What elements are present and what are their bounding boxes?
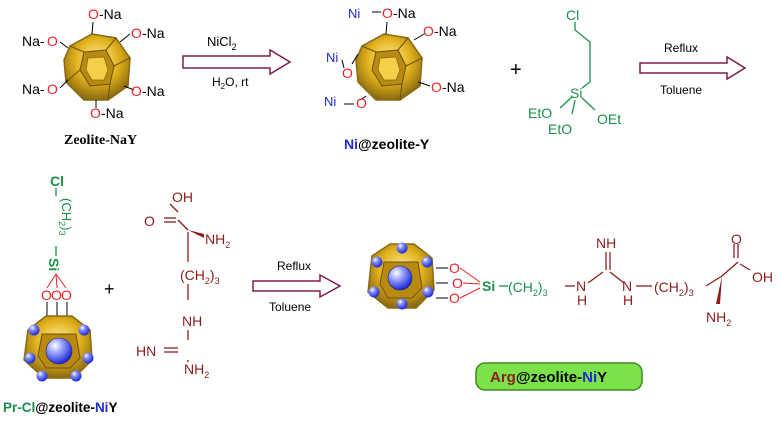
nay-o-bottomleft: O	[47, 81, 58, 97]
prcl-caption: Pr-Cl@zeolite-NiY	[3, 400, 117, 415]
arg-o: O	[144, 213, 155, 229]
cptes-silane: Cl Si EtO OEt EtO	[528, 7, 621, 137]
ni-na-top: -Na	[393, 5, 416, 21]
zeolite-cage-ni-icon	[367, 242, 435, 310]
product-nh2: NH2	[706, 309, 731, 328]
zeolite-nay: O -Na O -Na Na- O Na- O O -Na O -Na Zeol…	[22, 6, 165, 148]
ni-label-bottom: Ni	[324, 94, 336, 109]
ni-zeolite-y: Ni O -Na O -Na Ni O Ni O O -Na Ni@zeolit…	[324, 5, 465, 152]
product-h2: H	[623, 292, 633, 308]
prcl-zeolite-niy: Cl (CH2)3 Si O O O Pr-Cl@zeolite-NiY	[3, 173, 117, 415]
hollow-arrow-icon	[639, 55, 747, 81]
arg-nh2-bottom: NH2	[184, 361, 209, 380]
prcl-chain: (CH2)3	[57, 198, 74, 235]
arg-nh2: NH2	[205, 231, 230, 250]
prcl-o-3: O	[61, 287, 72, 303]
arg-hn: HN	[136, 343, 156, 359]
zeolite-cage-ni-icon	[23, 315, 94, 382]
prcl-o-1: O	[41, 287, 52, 303]
product-o-1: O	[449, 260, 460, 276]
nay-na-topright: -Na	[142, 25, 165, 41]
plus-sign-2: +	[104, 279, 115, 299]
ni-o-left: O	[342, 65, 353, 81]
step3-condition-top: Reflux	[277, 259, 311, 273]
cptes-oet-right: OEt	[597, 111, 621, 127]
step2-condition-bottom: Toluene	[660, 83, 702, 97]
step1-condition: H2O, rt	[212, 75, 249, 91]
nay-o-right: O	[131, 83, 142, 99]
zeolite-nay-caption: Zeolite-NaY	[64, 133, 137, 148]
arg-chain: (CH2)3	[180, 267, 220, 286]
step3-condition-bottom: Toluene	[269, 300, 311, 314]
ni-o-top: O	[382, 5, 393, 21]
nay-o-top: O	[88, 6, 99, 22]
ni-o-right: O	[431, 79, 442, 95]
nay-o-topright: O	[131, 25, 142, 41]
cptes-eto-left: EtO	[528, 105, 552, 121]
product-badge: Arg@zeolite-NiY	[475, 362, 643, 391]
plus-sign-1: +	[510, 59, 522, 81]
ni-label-top: Ni	[348, 6, 360, 21]
ni-label-left: Ni	[326, 50, 338, 65]
nay-na-right: -Na	[142, 83, 165, 99]
cptes-si: Si	[570, 85, 582, 101]
product-chain1: (CH2)3	[508, 279, 548, 298]
arg-nh: NH	[182, 313, 202, 329]
step1-reagent: NiCl2	[207, 34, 237, 52]
nay-na-bottom: -Na	[101, 105, 124, 121]
ni-zeolite-caption: Ni@zeolite-Y	[344, 136, 430, 152]
product-chain2: (CH2)3	[654, 279, 694, 298]
product-badge-label: Arg@zeolite-NiY	[490, 369, 607, 386]
nay-na-left: Na-	[22, 33, 45, 49]
product-carbonyl-o: O	[731, 231, 742, 247]
product-oh: OH	[752, 269, 773, 285]
nay-na-bottomleft: Na-	[22, 81, 45, 97]
nay-o-bottom: O	[90, 105, 101, 121]
ni-o-topright: O	[423, 23, 434, 39]
ni-na-right: -Na	[442, 79, 465, 95]
product-si: Si	[482, 278, 495, 294]
arrow-step1: NiCl2 H2O, rt	[182, 34, 292, 91]
arrow-step3: Reflux Toluene	[252, 259, 342, 314]
hollow-arrow-icon	[252, 273, 342, 299]
nay-o-left: O	[47, 33, 58, 49]
step2-condition-top: Reflux	[664, 41, 698, 55]
arg-zeolite-niy: O O O Si (CH2)3 N H NH N H (CH2)3 O OH N…	[367, 231, 773, 391]
zeolite-cage-icon	[355, 33, 423, 101]
zeolite-cage-icon	[63, 33, 131, 101]
hollow-arrow-icon	[182, 48, 292, 76]
product-h1: H	[577, 292, 587, 308]
ni-na-topright: -Na	[434, 23, 457, 39]
product-n2: N	[622, 278, 632, 294]
arg-oh: OH	[172, 189, 193, 205]
cptes-eto-bottom: EtO	[548, 121, 572, 137]
nay-na-top: -Na	[99, 6, 122, 22]
product-o-3: O	[449, 290, 460, 306]
product-n1: N	[576, 278, 586, 294]
product-imine-nh: NH	[596, 235, 616, 251]
ni-o-bottom: O	[356, 95, 367, 111]
arginine: OH O NH2 (CH2)3 NH HN NH2	[136, 189, 230, 380]
prcl-cl: Cl	[50, 173, 64, 189]
product-o-2: O	[452, 275, 463, 291]
prcl-si: Si	[46, 258, 62, 271]
cptes-cl: Cl	[566, 7, 579, 23]
prcl-o-2: O	[51, 287, 62, 303]
arrow-step2: Reflux Toluene	[639, 41, 747, 97]
